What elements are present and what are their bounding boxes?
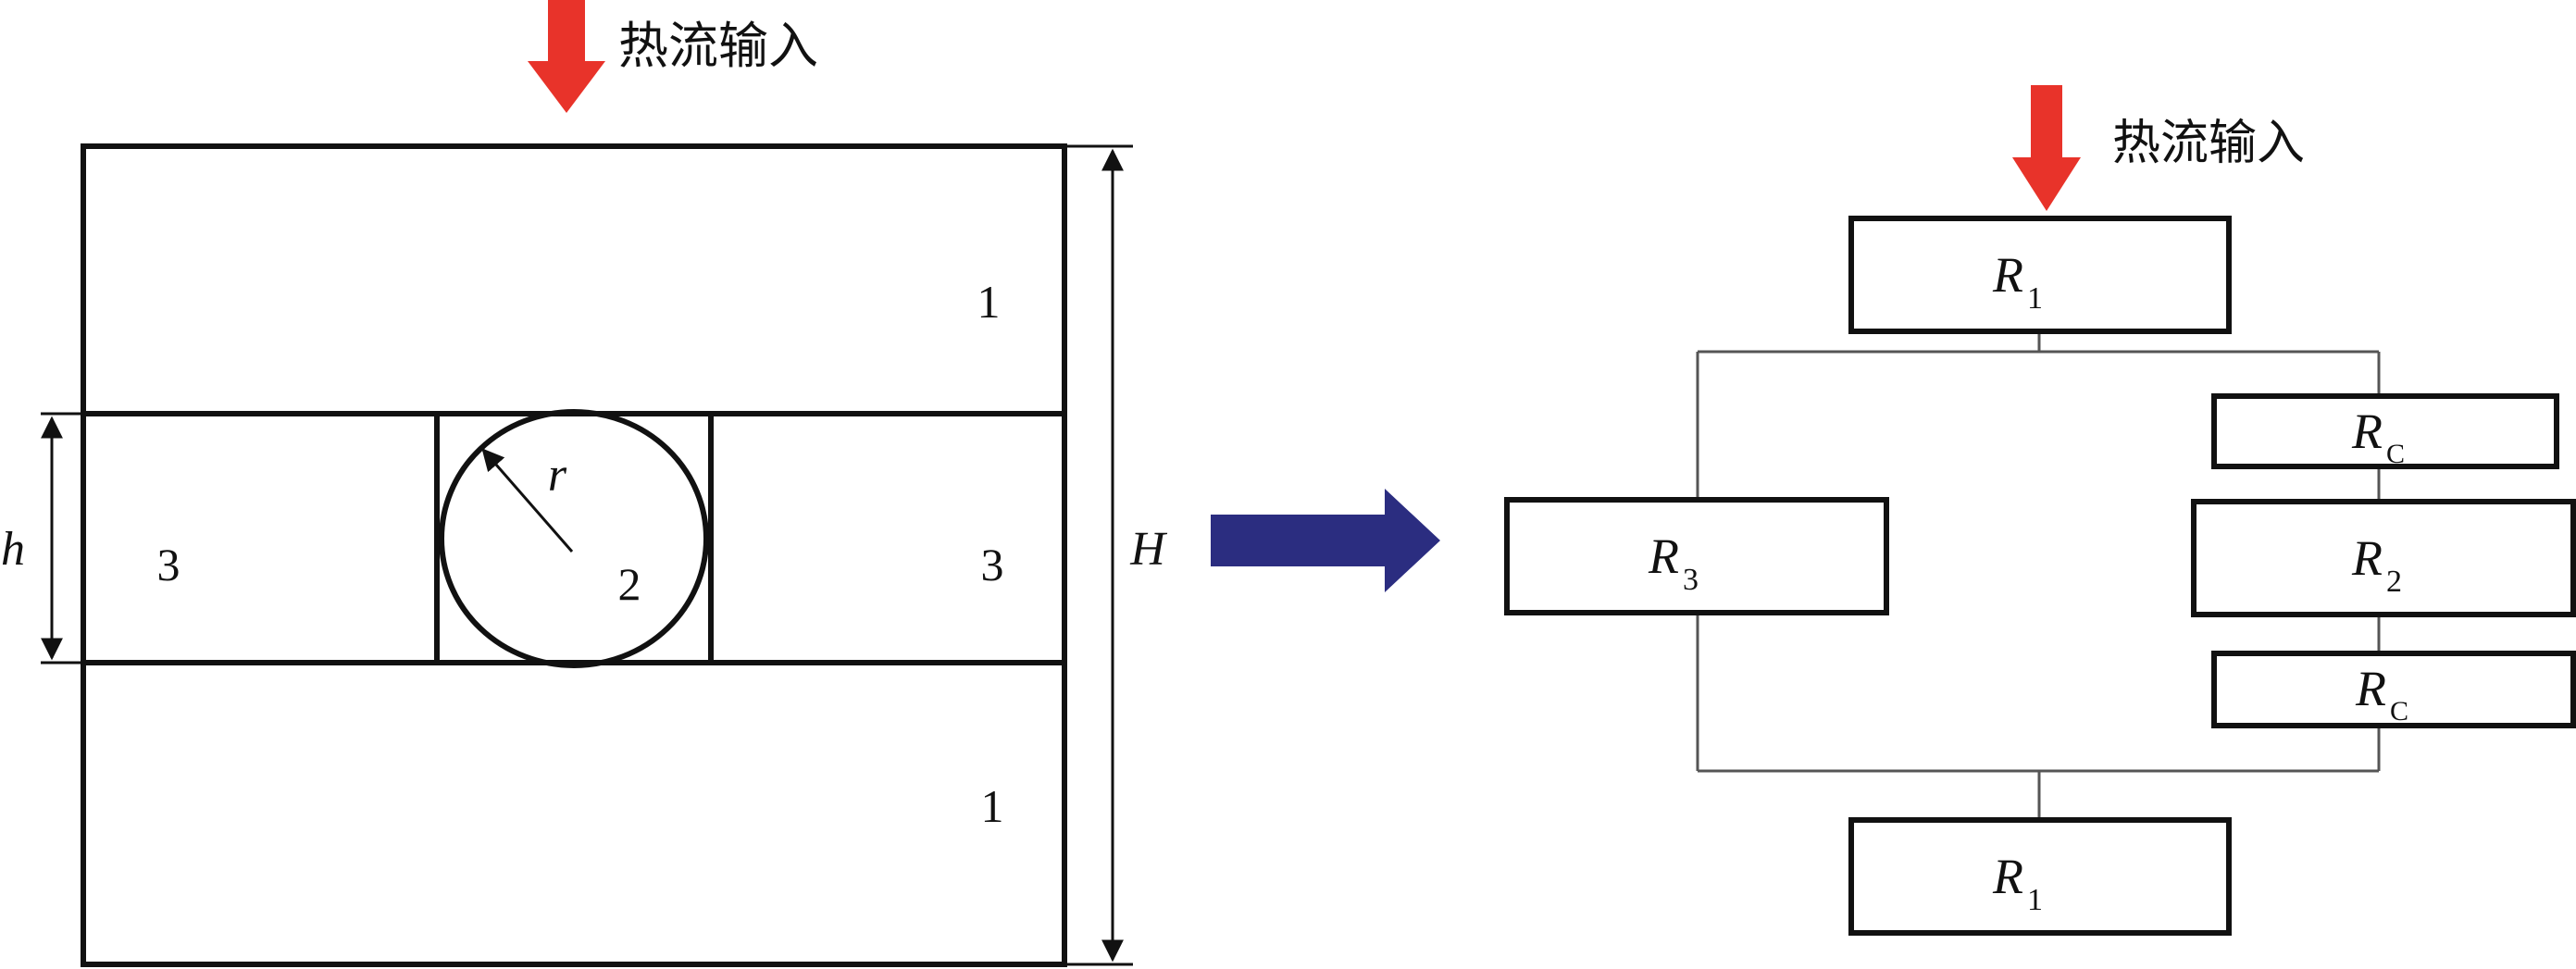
region-label-right: 3 [981,539,1004,590]
H-label: H [1129,523,1167,576]
resistor-rc-bottom: R C [2211,651,2576,728]
right-heat-input-label: 热流输入 [2112,116,2305,171]
region-label-left: 3 [157,539,180,590]
resistor-rc-top: R C [2211,393,2559,469]
radius-label: r [548,449,567,502]
resistor-r1-bottom: R 1 [1848,817,2232,936]
r1-top-subscript: 1 [2027,281,2043,316]
r2-symbol: R [2351,530,2383,586]
left-heat-input-label: 热流输入 [618,17,818,75]
rc-top-subscript: C [2386,439,2405,469]
left-heat-input-arrow [528,0,605,113]
circular-inclusion [439,409,709,668]
region-label-top: 1 [977,276,1001,328]
right-heat-input-arrow [2012,85,2081,211]
region-label-bottom: 1 [981,780,1004,832]
outer-block [81,143,1067,967]
h-dimension [41,412,83,665]
rc-bottom-symbol: R [2355,661,2386,716]
rc-top-symbol: R [2351,404,2383,459]
resistor-r3: R 3 [1504,497,1889,615]
r1-bottom-symbol: R [1992,849,2023,904]
rc-bottom-subscript: C [2390,696,2408,727]
left-cross-section: 热流输入 1 1 3 3 2 r h H [1,0,1167,967]
r3-subscript: 3 [1683,563,1699,597]
transform-arrow [1211,489,1440,592]
region-label-center: 2 [618,558,641,610]
middle-band [81,411,1067,665]
r3-symbol: R [1648,528,1679,584]
resistor-r2: R 2 [2191,499,2576,617]
thermal-resistance-network: 热流输入 R 1 R 3 R [1504,85,2576,936]
network-wires [1696,331,2381,820]
r1-bottom-subscript: 1 [2027,883,2043,917]
h-label: h [1,523,25,576]
radius-arrow [481,448,574,553]
r2-subscript: 2 [2386,565,2402,599]
resistor-r1-top: R 1 [1848,216,2232,334]
H-dimension [1064,144,1133,966]
r1-top-symbol: R [1992,247,2023,303]
